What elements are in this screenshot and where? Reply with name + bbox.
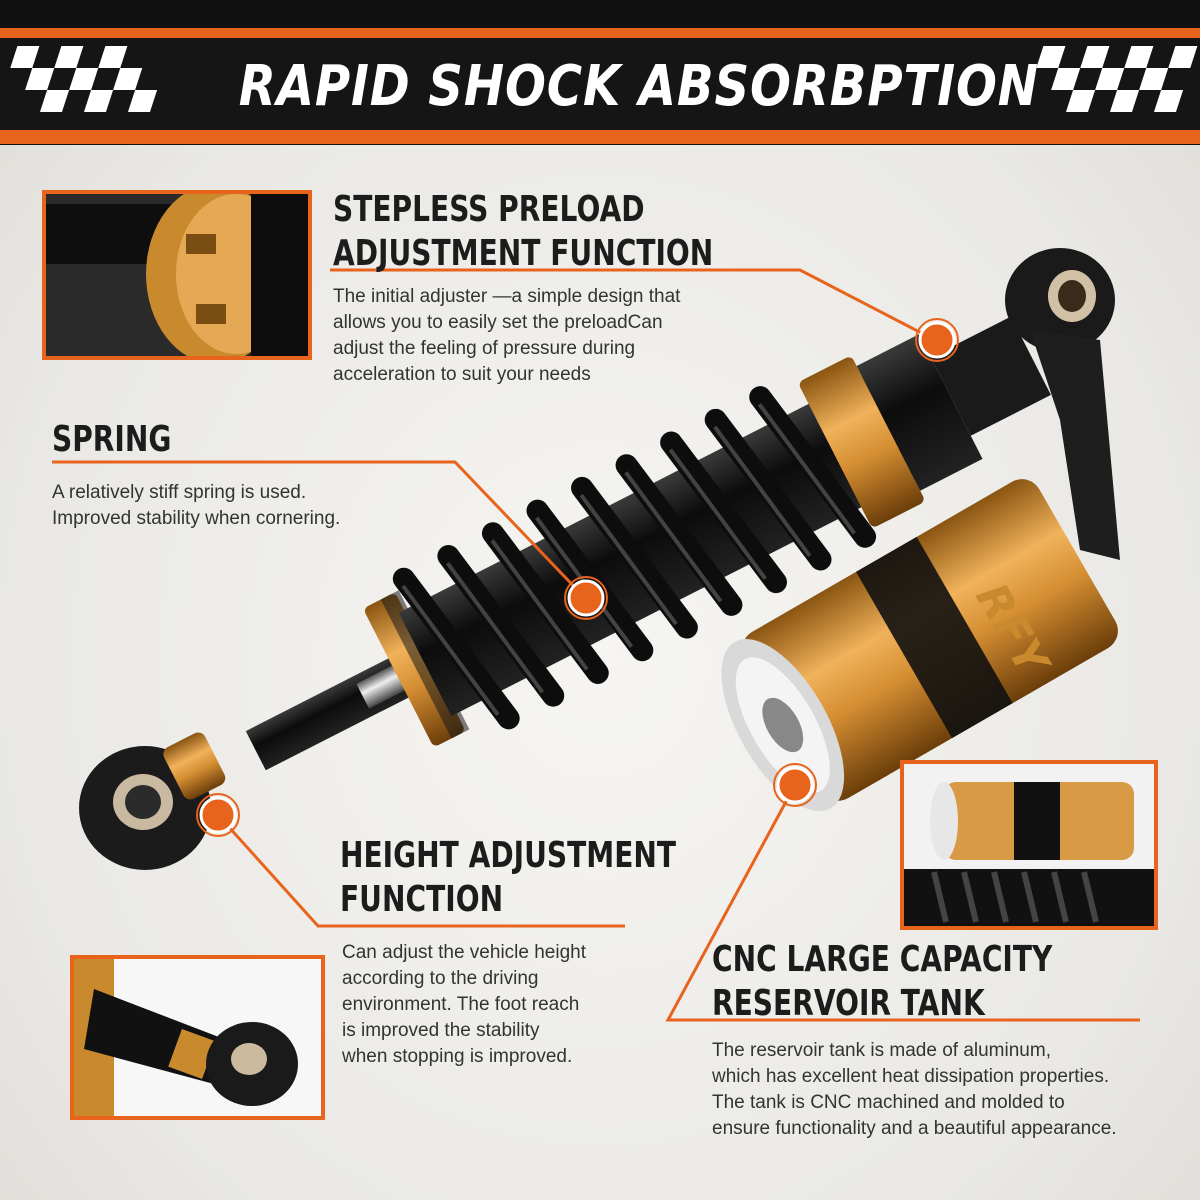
reservoir-tank-image: [904, 764, 1154, 926]
reservoir-heading-line1: CNC LARGE CAPACITY: [712, 939, 1053, 980]
spring-description: A relatively stiff spring is used. Impro…: [52, 480, 432, 532]
height-description-line: is improved the stability: [342, 1020, 540, 1041]
reservoir-description-line: ensure functionality and a beautiful app…: [712, 1118, 1117, 1139]
height-adjust-detail-thumbnail: [70, 955, 325, 1120]
preload-description-line: adjust the feeling of pressure during: [333, 338, 636, 359]
preload-heading-line1: STEPLESS PRELOAD: [333, 189, 645, 230]
spring-heading: SPRING: [52, 419, 172, 460]
preload-description: The initial adjuster —a simple design th…: [333, 284, 773, 388]
height-description-line: environment. The foot reach: [342, 994, 580, 1015]
reservoir-target-marker: [773, 763, 817, 807]
reservoir-description-line: The reservoir tank is made of aluminum,: [712, 1040, 1051, 1061]
preload-description-line: allows you to easily set the preloadCan: [333, 312, 663, 333]
preload-detail-thumbnail: [42, 190, 312, 360]
spring-description-line: A relatively stiff spring is used.: [52, 482, 307, 503]
preload-collar-image: [46, 194, 308, 356]
reservoir-callout-line: [665, 784, 1140, 1022]
height-heading-line1: HEIGHT ADJUSTMENT: [340, 835, 677, 876]
height-target-marker: [196, 793, 240, 837]
height-description: Can adjust the vehicle height according …: [342, 940, 642, 1070]
preload-heading: STEPLESS PRELOAD ADJUSTMENT FUNCTION: [333, 188, 713, 276]
banner-accent-stripe-top: [0, 28, 1200, 38]
spring-callout-line: [52, 460, 587, 600]
page-title: RAPID SHOCK ABSORBPTION: [238, 54, 1039, 119]
height-adjuster-image: [74, 959, 321, 1116]
spring-target-marker: [564, 576, 608, 620]
reservoir-detail-thumbnail: [900, 760, 1158, 930]
preload-description-line: acceleration to suit your needs: [333, 364, 591, 385]
reservoir-description-line: which has excellent heat dissipation pro…: [712, 1066, 1110, 1087]
preload-heading-line2: ADJUSTMENT FUNCTION: [333, 232, 714, 274]
height-heading-line2: FUNCTION: [340, 878, 504, 920]
reservoir-heading: CNC LARGE CAPACITY RESERVOIR TANK: [712, 938, 1052, 1026]
height-description-line: when stopping is improved.: [342, 1046, 573, 1067]
preload-target-marker: [915, 318, 959, 362]
banner-accent-stripe-bottom: [0, 130, 1200, 144]
preload-description-line: The initial adjuster —a simple design th…: [333, 286, 681, 307]
reservoir-description-line: The tank is CNC machined and molded to: [712, 1092, 1065, 1113]
height-description-line: Can adjust the vehicle height: [342, 942, 586, 963]
checkered-flag-left: [10, 46, 158, 112]
height-heading: HEIGHT ADJUSTMENT FUNCTION: [340, 834, 676, 922]
reservoir-description: The reservoir tank is made of aluminum, …: [712, 1038, 1182, 1142]
height-callout-line: [216, 813, 625, 928]
spring-description-line: Improved stability when cornering.: [52, 508, 341, 529]
banner-title-band: [0, 38, 1200, 130]
height-description-line: according to the driving: [342, 968, 539, 989]
reservoir-heading-line2: RESERVOIR TANK: [712, 982, 985, 1024]
checkered-flag-right: [1036, 46, 1198, 112]
preload-callout-line: [330, 268, 936, 342]
